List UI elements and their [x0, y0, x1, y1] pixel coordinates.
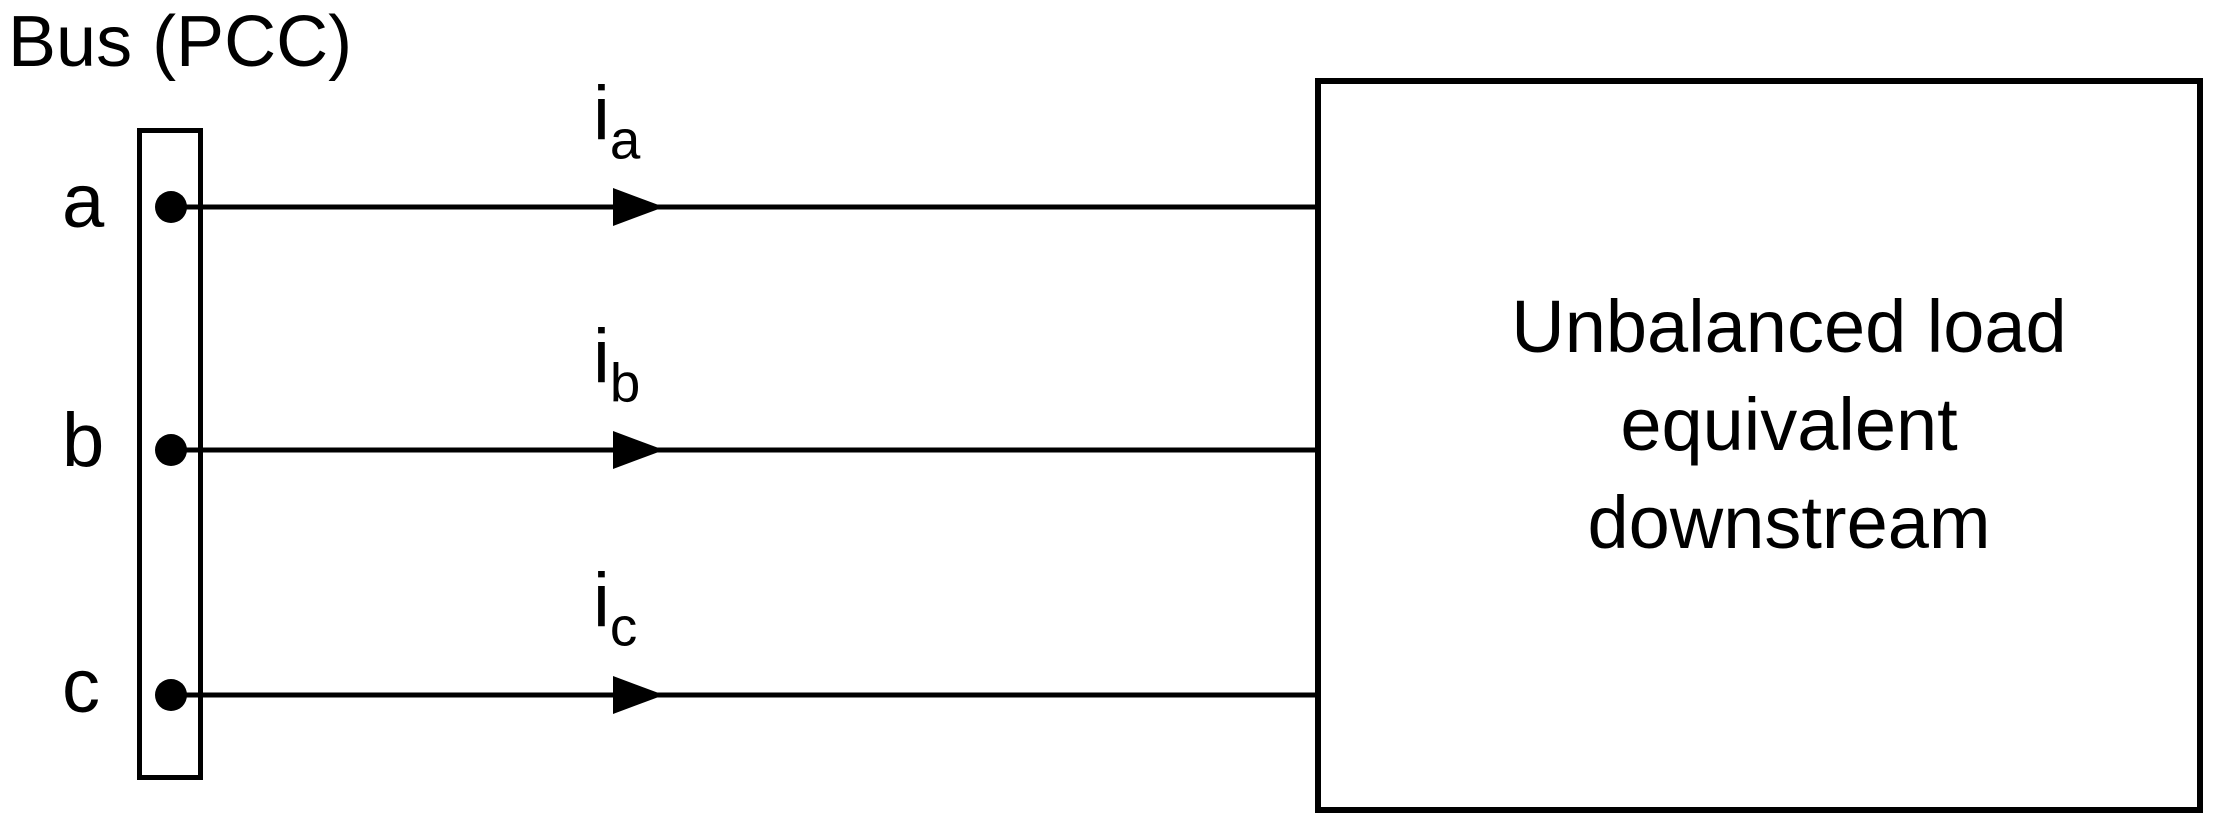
bus-bar — [137, 128, 203, 780]
phase-c-label: c — [62, 644, 100, 729]
current-ib-symbol: i — [593, 314, 610, 399]
arrowhead-current-c-icon — [613, 676, 664, 714]
current-ia-symbol: i — [593, 71, 610, 156]
load-box-text-line1: Unbalanced load — [1511, 284, 2067, 368]
node-dot-a-icon — [155, 191, 187, 223]
load-box-text-line3: downstream — [1587, 480, 1991, 564]
node-dot-c-icon — [155, 679, 187, 711]
node-dot-b-icon — [155, 434, 187, 466]
phase-a-label: a — [62, 159, 105, 244]
current-label-ia: ia — [593, 76, 640, 168]
load-box-text: Unbalanced load equivalent downstream — [1511, 278, 2066, 572]
load-box: Unbalanced load equivalent downstream — [1315, 78, 2203, 813]
current-label-ib: ib — [593, 319, 640, 411]
bus-pcc-title: Bus (PCC) — [8, 2, 353, 82]
current-ic-symbol: i — [593, 558, 610, 643]
arrowhead-current-b-icon — [613, 431, 664, 469]
phase-b-label: b — [62, 398, 105, 483]
current-label-ic: ic — [593, 563, 637, 655]
arrowhead-current-a-icon — [613, 188, 664, 226]
load-box-text-line2: equivalent — [1620, 382, 1958, 466]
current-ic-subscript: c — [609, 595, 638, 658]
current-ia-subscript: a — [609, 108, 641, 171]
current-ib-subscript: b — [609, 351, 641, 414]
